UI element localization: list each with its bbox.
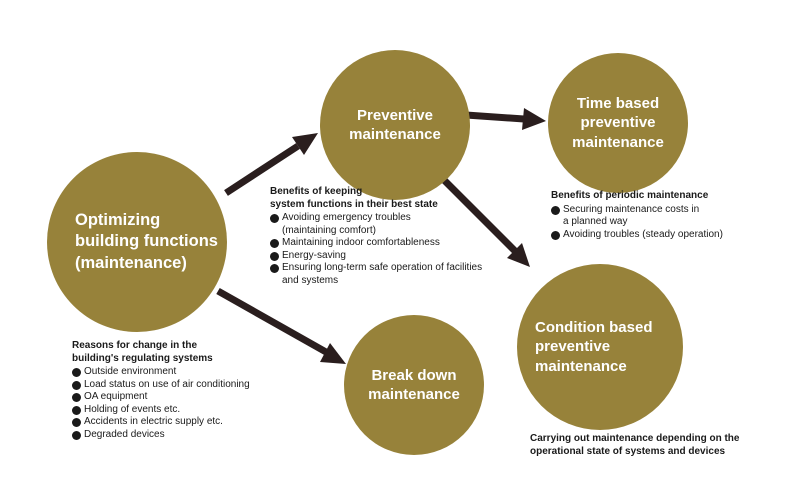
list-item: Outside environment (72, 366, 292, 379)
node-preventive: Preventive maintenance (320, 50, 470, 200)
node-condition-based: Condition based preventive maintenance (517, 264, 683, 430)
arrow-optimizing-to-preventive (224, 133, 318, 196)
carrying-out-title: Carrying out maintenance depending on th… (530, 433, 740, 457)
node-break-down: Break down maintenance (344, 315, 484, 455)
node-optimizing: Optimizing building functions (maintenan… (47, 152, 227, 332)
reasons-note: Reasons for change in the building's reg… (72, 340, 292, 441)
node-condition-based-title: Condition based preventive maintenance (535, 319, 653, 375)
list-item: Maintaining indoor comfortableness (270, 237, 510, 250)
benefits-keeping-list: Avoiding emergency troubles (maintaining… (270, 212, 510, 287)
list-item: Avoiding troubles (steady operation) (551, 229, 771, 242)
list-item: Ensuring long-term safe operation of fac… (270, 262, 510, 287)
list-item: Accidents in electric supply etc. (72, 416, 292, 429)
list-item: Avoiding emergency troubles (maintaining… (270, 212, 510, 237)
list-item: Securing maintenance costs in a planned … (551, 204, 771, 229)
list-item: Energy-saving (270, 250, 510, 263)
node-optimizing-title: Optimizing building functions (maintenan… (75, 211, 218, 272)
node-time-based-title: Time based preventive maintenance (572, 95, 664, 151)
benefits-periodic-title: Benefits of periodic maintenance (551, 190, 709, 201)
arrow-preventive-to-timebased (465, 108, 546, 130)
benefits-periodic-list: Securing maintenance costs in a planned … (551, 204, 771, 242)
carrying-out-note: Carrying out maintenance depending on th… (530, 433, 780, 459)
list-item: OA equipment (72, 391, 292, 404)
node-break-down-title: Break down maintenance (368, 366, 460, 403)
list-item: Holding of events etc. (72, 404, 292, 417)
benefits-keeping-note: Benefits of keeping system functions in … (270, 186, 510, 287)
benefits-periodic-note: Benefits of periodic maintenance Securin… (551, 190, 771, 241)
reasons-list: Outside environment Load status on use o… (72, 366, 292, 441)
node-preventive-title: Preventive maintenance (349, 106, 441, 143)
list-item: Load status on use of air conditioning (72, 379, 292, 392)
reasons-note-title: Reasons for change in the building's reg… (72, 340, 213, 364)
node-time-based: Time based preventive maintenance (548, 53, 688, 193)
arrow-optimizing-to-breakdown (216, 287, 346, 364)
list-item: Degraded devices (72, 429, 292, 442)
benefits-keeping-title: Benefits of keeping system functions in … (270, 186, 438, 210)
arrow-preventive-to-conditionbased (435, 171, 530, 267)
